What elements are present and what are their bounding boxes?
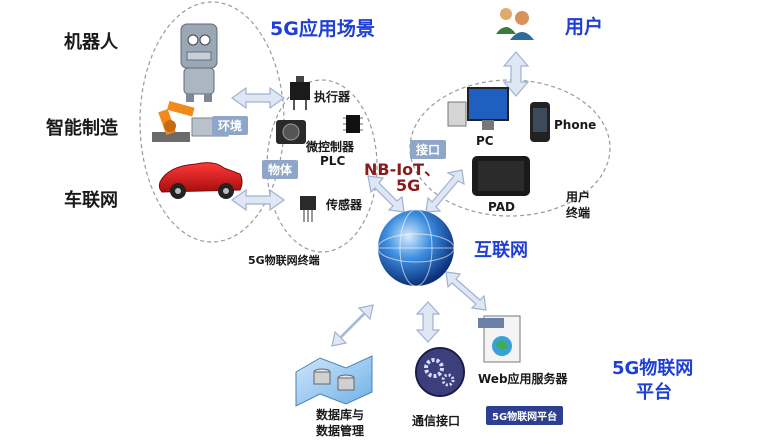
arrow-user-up — [502, 51, 530, 97]
db-label-line1: 数据库与 — [316, 408, 365, 422]
arrow-internet-database — [331, 304, 374, 347]
comm-gear-icon — [415, 347, 465, 397]
platform-title-line1: 5G物联网 — [612, 358, 694, 379]
phone-icon — [530, 102, 550, 142]
user-region — [409, 79, 611, 217]
users-title: 用户 — [565, 16, 604, 38]
car-icon — [158, 162, 243, 199]
pad-icon — [472, 156, 530, 196]
actuator-icon — [290, 76, 310, 110]
database-map-icon — [295, 355, 373, 407]
web-server-label: Web应用服务器 — [478, 372, 568, 386]
internet-globe-icon — [377, 209, 455, 287]
phone-label: Phone — [554, 118, 597, 132]
pc-icon — [447, 87, 509, 130]
mcu-label-line1: 微控制器 — [306, 140, 355, 154]
badge-platform: 5G物联网平台 — [486, 406, 564, 425]
badge-interface: 接口 — [410, 140, 447, 159]
arrow-internet-web — [445, 271, 487, 311]
web-html-icon — [478, 315, 521, 363]
internet-title: 互联网 — [474, 240, 528, 261]
sensor-icon — [300, 196, 316, 222]
robot-icon — [180, 23, 218, 102]
scenario-manufacturing: 智能制造 — [46, 118, 118, 139]
arrow-scenario-sensor — [230, 188, 286, 212]
scenarios-title: 5G应用场景 — [270, 18, 375, 40]
pad-label: PAD — [488, 200, 515, 214]
mcu-label-line2: PLC — [320, 154, 346, 168]
badge-object: 物体 — [262, 160, 299, 179]
arrow-internet-comm — [415, 301, 441, 343]
user-terminal-line2: 终端 — [566, 206, 591, 220]
terminal-label: 5G物联网终端 — [248, 254, 320, 267]
db-label-line2: 数据管理 — [316, 424, 365, 438]
terminal-region — [266, 79, 378, 253]
actuator-label: 执行器 — [314, 90, 351, 104]
sensor-label: 传感器 — [326, 198, 363, 212]
network-label-line1: NB-IoT、 — [364, 160, 441, 179]
platform-title-line2: 平台 — [636, 382, 672, 403]
user-terminal-line1: 用户 — [566, 190, 591, 204]
plc-icon — [276, 120, 306, 144]
pc-label: PC — [476, 134, 494, 148]
arrow-scenario-actuator — [230, 86, 286, 110]
network-label-line2: 5G — [396, 176, 421, 195]
chip-icon — [343, 115, 363, 133]
scenario-vehicle: 车联网 — [64, 190, 118, 211]
badge-environment: 环境 — [212, 116, 249, 135]
comm-label: 通信接口 — [412, 414, 461, 428]
scenario-robot: 机器人 — [64, 32, 118, 53]
users-icon — [496, 8, 534, 40]
